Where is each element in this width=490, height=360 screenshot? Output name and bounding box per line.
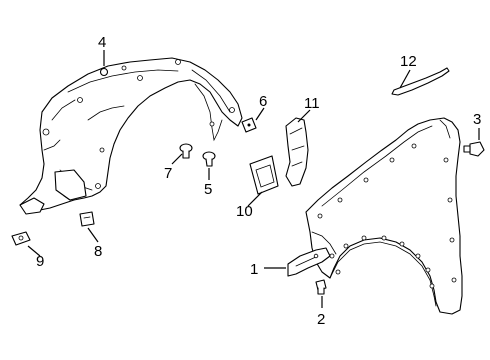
callout-5: 5 xyxy=(204,181,212,198)
callout-8: 8 xyxy=(94,243,102,260)
bracket-part-1 xyxy=(287,247,331,277)
callout-1: 1 xyxy=(250,261,258,278)
callout-11: 11 xyxy=(304,95,320,112)
callout-2: 2 xyxy=(317,311,325,328)
callout-6: 6 xyxy=(259,93,267,110)
push-clip-part-5 xyxy=(202,151,216,167)
pad-part-10 xyxy=(249,155,279,195)
callout-labels: 4 6 7 5 12 11 3 10 8 9 1 2 xyxy=(36,34,481,328)
clip-part-8 xyxy=(79,211,95,227)
callout-10: 10 xyxy=(236,203,253,220)
nut-clip-part-9 xyxy=(11,231,31,246)
bolt-part-2 xyxy=(315,279,327,295)
callout-7: 7 xyxy=(164,165,172,182)
fender-liner xyxy=(19,57,243,215)
bolt-part-3 xyxy=(463,141,485,157)
insulator-part-11 xyxy=(285,117,309,187)
molding-part-12 xyxy=(391,67,450,96)
clip-part-4 xyxy=(99,67,109,77)
leader-6 xyxy=(255,107,265,121)
callout-4: 4 xyxy=(98,34,106,51)
push-clip-part-7 xyxy=(179,143,193,159)
bracket-part-6 xyxy=(241,117,257,133)
leader-8 xyxy=(87,227,99,243)
callout-9: 9 xyxy=(36,253,44,270)
leader-12 xyxy=(399,69,411,89)
leader-9 xyxy=(27,245,41,257)
front-fender xyxy=(305,117,463,315)
callout-12: 12 xyxy=(400,53,417,70)
leader-11 xyxy=(297,109,311,123)
leader-10 xyxy=(247,191,263,207)
leader-7 xyxy=(171,153,183,165)
callout-3: 3 xyxy=(473,111,481,128)
leader-lines xyxy=(27,50,480,308)
